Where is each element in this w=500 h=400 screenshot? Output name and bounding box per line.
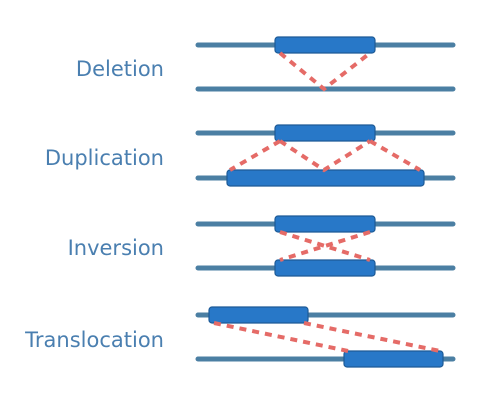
inversion-link-a	[279, 230, 371, 262]
row-duplication: Duplication	[45, 124, 456, 187]
translocated-segment	[343, 350, 444, 368]
duplication-link-left	[228, 139, 282, 172]
label-inversion: Inversion	[68, 236, 164, 260]
inversion-link-b	[279, 230, 371, 262]
duplication-link-right	[368, 139, 422, 172]
source-segment	[208, 306, 309, 324]
deletion-link	[278, 51, 372, 92]
translocation-link-left	[213, 321, 349, 353]
source-segment	[274, 124, 376, 142]
label-translocation: Translocation	[24, 328, 164, 352]
inverted-segment	[274, 259, 376, 277]
deleted-segment	[274, 36, 376, 54]
duplication-link-middle	[278, 139, 372, 173]
original-segment	[274, 215, 376, 233]
row-translocation: Translocation	[24, 306, 456, 368]
row-deletion: Deletion	[76, 36, 456, 92]
duplicated-segment	[226, 169, 425, 187]
row-inversion: Inversion	[68, 215, 456, 277]
label-duplication: Duplication	[45, 146, 164, 170]
label-deletion: Deletion	[76, 57, 164, 81]
translocation-link-right	[303, 321, 441, 353]
